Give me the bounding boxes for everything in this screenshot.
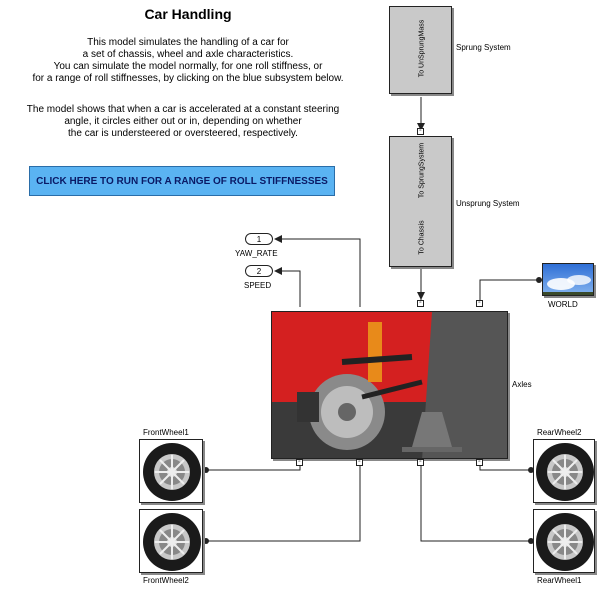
outport-yaw-rate[interactable]: 1 [245, 233, 273, 245]
unsprung-port-bottom-label: To Chassis [418, 220, 426, 255]
run-roll-stiffness-button[interactable]: CLICK HERE TO RUN FOR A RANGE OF ROLL ST… [29, 166, 335, 196]
world-label: WORLD [548, 300, 578, 309]
tire-image [143, 443, 201, 501]
outport-speed[interactable]: 2 [245, 265, 273, 277]
connection-port-icon: ▫ [476, 459, 483, 466]
connection-port-icon: ▫ [296, 459, 303, 466]
sky-image [543, 264, 593, 295]
unsprung-system-label: Unsprung System [456, 199, 520, 208]
rear-wheel-1-block[interactable] [533, 509, 595, 573]
world-block[interactable] [542, 263, 594, 296]
connection-port-icon: ▫ [417, 300, 424, 307]
connection-port-icon: ▫ [417, 459, 424, 466]
tire-image [143, 513, 201, 571]
front-wheel-2-block[interactable] [139, 509, 203, 573]
front-wheel-1-block[interactable] [139, 439, 203, 503]
unsprung-system-block[interactable]: To SprungSystem To Chassis [389, 136, 452, 267]
front-wheel-2-label: FrontWheel2 [143, 576, 189, 585]
description-paragraph-2: The model shows that when a car is accel… [26, 104, 340, 139]
connection-port-icon: ▫ [476, 300, 483, 307]
rear-wheel-2-block[interactable] [533, 439, 595, 503]
outport-speed-label: SPEED [244, 281, 272, 290]
rear-wheel-1-label: RearWheel1 [537, 576, 582, 585]
axle-suspension-image [272, 312, 507, 458]
page-title: Car Handling [144, 6, 232, 22]
outport-yaw-rate-label: YAW_RATE [235, 249, 278, 258]
connection-port-icon: ▫ [356, 459, 363, 466]
tire-image [536, 513, 594, 571]
front-wheel-1-label: FrontWheel1 [143, 428, 189, 437]
description-paragraph-1: This model simulates the handling of a c… [32, 37, 344, 84]
sprung-system-label: Sprung System [456, 43, 511, 52]
connection-port-icon: ▫ [417, 128, 424, 135]
sprung-port-label: To UnSprungMass [418, 19, 426, 78]
sprung-system-block[interactable]: To UnSprungMass [389, 6, 452, 94]
rear-wheel-2-label: RearWheel2 [537, 428, 582, 437]
tire-image [536, 443, 594, 501]
axles-block[interactable] [271, 311, 508, 459]
axles-label: Axles [512, 380, 532, 389]
